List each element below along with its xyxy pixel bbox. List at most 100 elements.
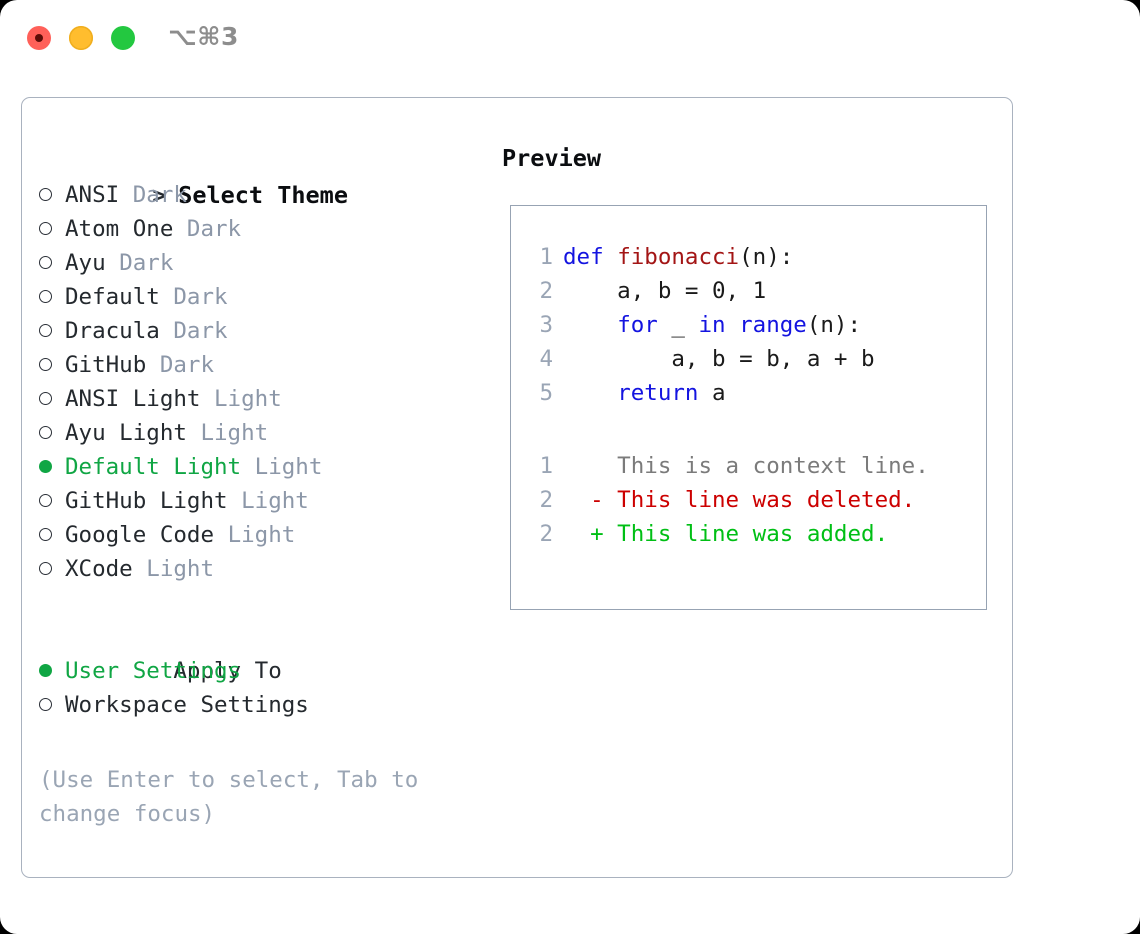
theme-name-label: Dracula [65, 318, 174, 344]
theme-radio-marker[interactable] [39, 314, 65, 348]
theme-kind-label: Dark [159, 352, 215, 378]
theme-list-item[interactable]: ANSI Light Light [39, 382, 479, 416]
code-token [563, 380, 617, 406]
theme-list-item[interactable]: XCode Light [39, 552, 479, 586]
list-spacer [39, 586, 479, 620]
radio-unselected-icon [39, 323, 52, 337]
diff-text: This line was deleted. [603, 487, 916, 513]
code-token: def [563, 244, 618, 270]
theme-radio-marker[interactable] [39, 280, 65, 314]
theme-name-label: GitHub [65, 352, 160, 378]
diff-text: This is a context line. [603, 453, 929, 479]
code-token: a [698, 380, 726, 406]
line-number: 4 [539, 346, 553, 372]
keyboard-shortcut-label: ⌥⌘3 [168, 22, 239, 51]
theme-kind-label: Light [227, 522, 296, 548]
theme-name-label: Atom One [65, 216, 187, 242]
close-button[interactable] [27, 26, 51, 50]
code-token: _ [657, 312, 699, 338]
theme-name-label: XCode [65, 556, 147, 582]
apply-option-label: Workspace Settings [65, 692, 309, 718]
radio-unselected-icon [39, 697, 52, 711]
line-number: 2 [539, 278, 553, 304]
apply-radio-marker[interactable] [39, 654, 65, 688]
code-line: 5 return a [529, 376, 875, 410]
window-controls [27, 26, 135, 50]
theme-list-item[interactable]: Default Light Light [39, 450, 479, 484]
theme-radio-marker[interactable] [39, 450, 65, 484]
apply-to-option[interactable]: User Settings [39, 654, 479, 688]
minimize-button[interactable] [69, 26, 93, 50]
apply-to-header: Apply To [39, 620, 479, 684]
radio-unselected-icon [39, 255, 52, 269]
line-number: 2 [539, 487, 553, 513]
code-line: 3 for _ in range(n): [529, 308, 875, 342]
theme-name-label: ANSI Light [65, 386, 215, 412]
theme-list-item[interactable]: ANSI Dark [39, 178, 479, 212]
apply-option-label: User Settings [65, 658, 242, 684]
theme-list-item[interactable]: Atom One Dark [39, 212, 479, 246]
theme-name-label: Default Light [65, 454, 255, 480]
apply-to-option[interactable]: Workspace Settings [39, 688, 479, 722]
prompt-caret-icon: > [152, 181, 167, 209]
theme-list-item[interactable]: Dracula Dark [39, 314, 479, 348]
theme-list-item[interactable]: Ayu Dark [39, 246, 479, 280]
theme-radio-marker[interactable] [39, 348, 65, 382]
line-number: 1 [539, 244, 553, 270]
radio-unselected-icon [39, 221, 52, 235]
radio-selected-icon [39, 459, 52, 473]
theme-kind-label: Light [146, 556, 215, 582]
theme-list-item[interactable]: Ayu Light Light [39, 416, 479, 450]
theme-list-item[interactable]: GitHub Light Light [39, 484, 479, 518]
code-line: 4 a, b = b, a + b [529, 342, 875, 376]
theme-radio-marker[interactable] [39, 212, 65, 246]
maximize-button[interactable] [111, 26, 135, 50]
theme-name-label: Default [65, 284, 174, 310]
theme-list-item[interactable]: Google Code Light [39, 518, 479, 552]
theme-radio-marker[interactable] [39, 246, 65, 280]
theme-radio-marker[interactable] [39, 484, 65, 518]
theme-kind-label: Dark [173, 284, 228, 310]
theme-list-item[interactable]: GitHub Dark [39, 348, 479, 382]
theme-kind-label: Light [254, 454, 323, 480]
title-bar: ⌥⌘3 [0, 0, 1140, 78]
radio-unselected-icon [39, 561, 52, 575]
line-number: 5 [539, 380, 553, 406]
theme-name-label: ANSI [65, 182, 133, 208]
code-token: range [739, 312, 807, 338]
radio-unselected-icon [39, 391, 52, 405]
radio-unselected-icon [39, 493, 52, 507]
code-token [726, 312, 740, 338]
radio-unselected-icon [39, 289, 52, 303]
theme-kind-label: Light [241, 488, 309, 514]
select-theme-title: Select Theme [178, 181, 348, 209]
diff-sign: - [563, 487, 604, 513]
diff-sample: 1 This is a context line.2 - This line w… [529, 449, 929, 551]
theme-radio-marker[interactable] [39, 382, 65, 416]
apply-to-title: Apply To [173, 658, 282, 684]
apply-radio-marker[interactable] [39, 688, 65, 722]
code-line: 2 a, b = 0, 1 [529, 274, 875, 308]
diff-line: 2 - This line was deleted. [529, 483, 929, 517]
diff-line: 1 This is a context line. [529, 449, 929, 483]
code-token: a, b = b, a + b [563, 346, 875, 372]
theme-kind-label: Light [214, 386, 282, 412]
theme-radio-marker[interactable] [39, 416, 65, 450]
radio-unselected-icon [39, 357, 52, 371]
line-number: 3 [539, 312, 553, 338]
theme-radio-marker[interactable] [39, 518, 65, 552]
code-token: return [617, 380, 699, 406]
theme-radio-marker[interactable] [39, 178, 65, 212]
theme-list-item[interactable]: Default Dark [39, 280, 479, 314]
radio-unselected-icon [39, 527, 52, 541]
code-token: in [698, 312, 726, 338]
theme-radio-marker[interactable] [39, 552, 65, 586]
